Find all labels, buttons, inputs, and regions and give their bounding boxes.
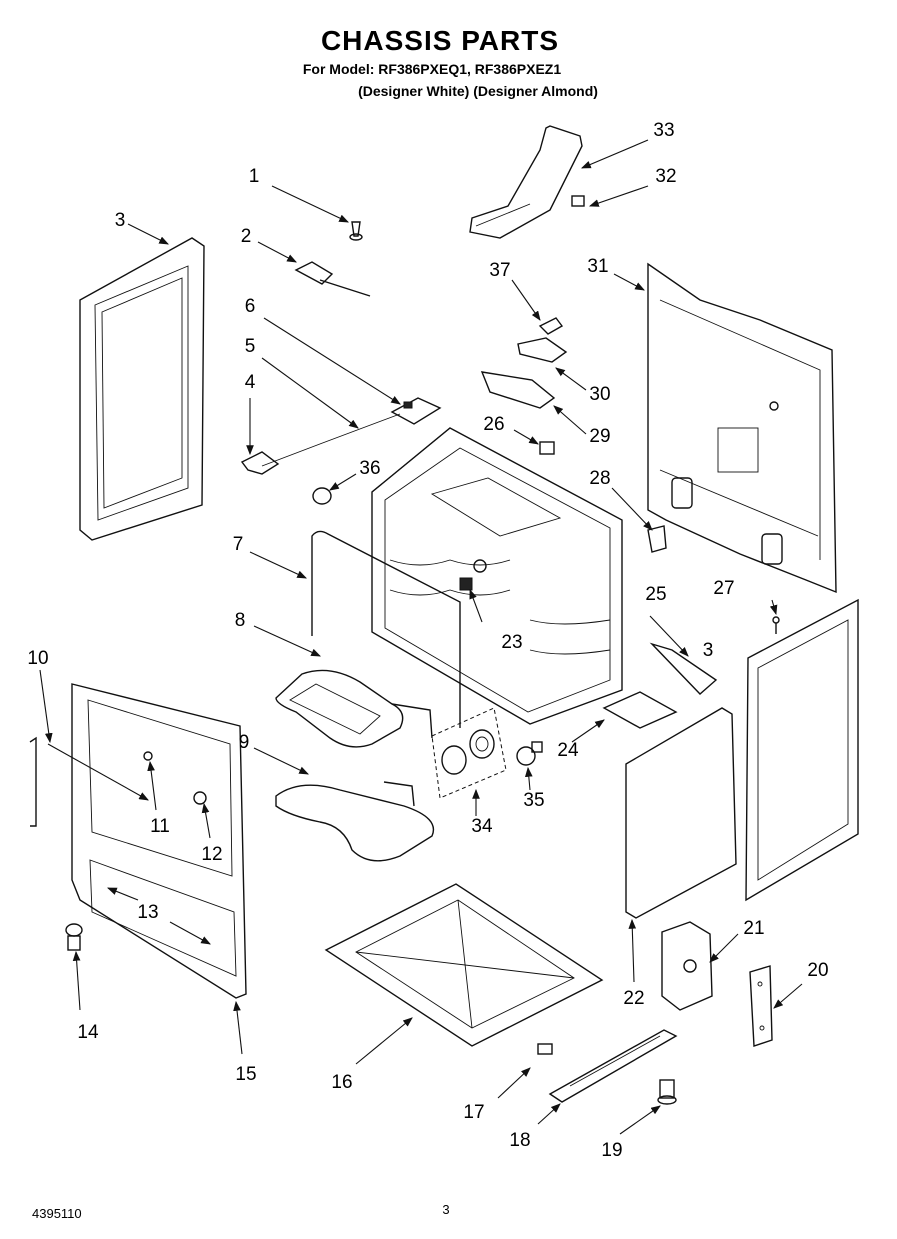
part-21-bracket: [661, 921, 713, 1011]
callout-29: 29: [589, 426, 610, 447]
part-2-bracket: [294, 261, 371, 297]
doc-number: 4395110: [32, 1206, 82, 1221]
part-3-left-side-panel: [79, 237, 205, 541]
callout-19: 19: [601, 1140, 622, 1161]
callout-32: 32: [655, 166, 676, 187]
callout-35: 35: [523, 790, 544, 811]
callout-3b: 3: [703, 640, 714, 661]
part-29-bracket: [480, 371, 556, 409]
part-18-rail: [548, 1029, 678, 1103]
callout-25: 25: [645, 584, 666, 605]
callout-1: 1: [249, 166, 260, 187]
part-15-door-frame: [71, 683, 247, 999]
finish-line: (Designer White) (Designer Almond): [358, 83, 598, 99]
callout-21: 21: [743, 918, 764, 939]
part-33-vent-duct: [469, 125, 583, 239]
callout-6: 6: [245, 296, 256, 317]
callout-34: 34: [471, 816, 493, 837]
callout-18: 18: [509, 1130, 530, 1151]
callout-33: 33: [653, 120, 674, 141]
part-27-screw: [772, 616, 780, 634]
leader-lines: [39, 139, 803, 1135]
part-31-rear-panel: [647, 262, 837, 594]
callout-11: 11: [150, 816, 170, 837]
part-35-knob: [516, 741, 543, 766]
part-7-rod: [311, 530, 461, 728]
part-32-clip: [571, 195, 585, 207]
callout-31: 31: [587, 256, 608, 277]
part-17-clip: [537, 1043, 553, 1055]
part-28-clip: [647, 525, 667, 553]
callout-13: 13: [137, 902, 158, 923]
callout-16: 16: [331, 1072, 352, 1093]
part-10-gasket: [29, 736, 37, 827]
oven-cavity: [371, 427, 623, 725]
part-1-screw: [349, 221, 363, 241]
part-26-clip: [539, 441, 555, 455]
callout-37: 37: [489, 260, 510, 281]
part-19-leveler: [657, 1079, 677, 1105]
callout-26: 26: [483, 414, 504, 435]
callout-10: 10: [27, 648, 48, 669]
part-22-back-panel: [625, 707, 737, 919]
callout-5: 5: [245, 336, 256, 357]
callout-15: 15: [235, 1064, 256, 1085]
part-6-switch: [390, 397, 442, 425]
callout-30: 30: [589, 384, 610, 405]
callout-24: 24: [557, 740, 579, 761]
callout-14: 14: [77, 1022, 99, 1043]
model-line: For Model: RF386PXEQ1, RF386PXEZ1: [303, 61, 562, 77]
callout-17: 17: [463, 1102, 484, 1123]
diagram-title: CHASSIS PARTS: [321, 25, 559, 56]
callout-3a: 3: [115, 210, 126, 231]
part-20-strip: [749, 965, 773, 1047]
callout-4: 4: [245, 372, 256, 393]
part-37-terminal: [538, 317, 564, 335]
part-34-igniter: [431, 707, 507, 799]
callout-20: 20: [807, 960, 828, 981]
part-4-clip: [240, 451, 280, 475]
part-3-right-side-panel: [745, 598, 859, 902]
callout-23: 23: [501, 632, 522, 653]
callout-8: 8: [235, 610, 246, 631]
part-16-broiler-pan: [324, 883, 604, 1047]
part-5-wire: [261, 413, 401, 467]
callout-numbers: 1 2 3 4 5 6 36 7 8 9 10 11 12 13 14 15 1…: [27, 120, 828, 1161]
callout-7: 7: [233, 534, 244, 555]
callout-22: 22: [623, 988, 644, 1009]
part-9-broil-element: [275, 781, 435, 862]
part-14-foot: [65, 923, 83, 951]
callout-28: 28: [589, 468, 610, 489]
callout-2: 2: [241, 226, 252, 247]
part-12-screw: [193, 791, 207, 805]
part-8-bake-element: [275, 669, 433, 748]
page-number: 3: [442, 1202, 449, 1217]
callout-12: 12: [201, 844, 222, 865]
callout-36: 36: [359, 458, 380, 479]
part-25-bracket: [649, 642, 718, 695]
part-24-plate: [602, 691, 678, 729]
part-36-plug: [312, 487, 332, 505]
callout-9: 9: [239, 732, 250, 753]
callout-27: 27: [713, 578, 734, 599]
part-30-terminal-block: [517, 337, 568, 363]
